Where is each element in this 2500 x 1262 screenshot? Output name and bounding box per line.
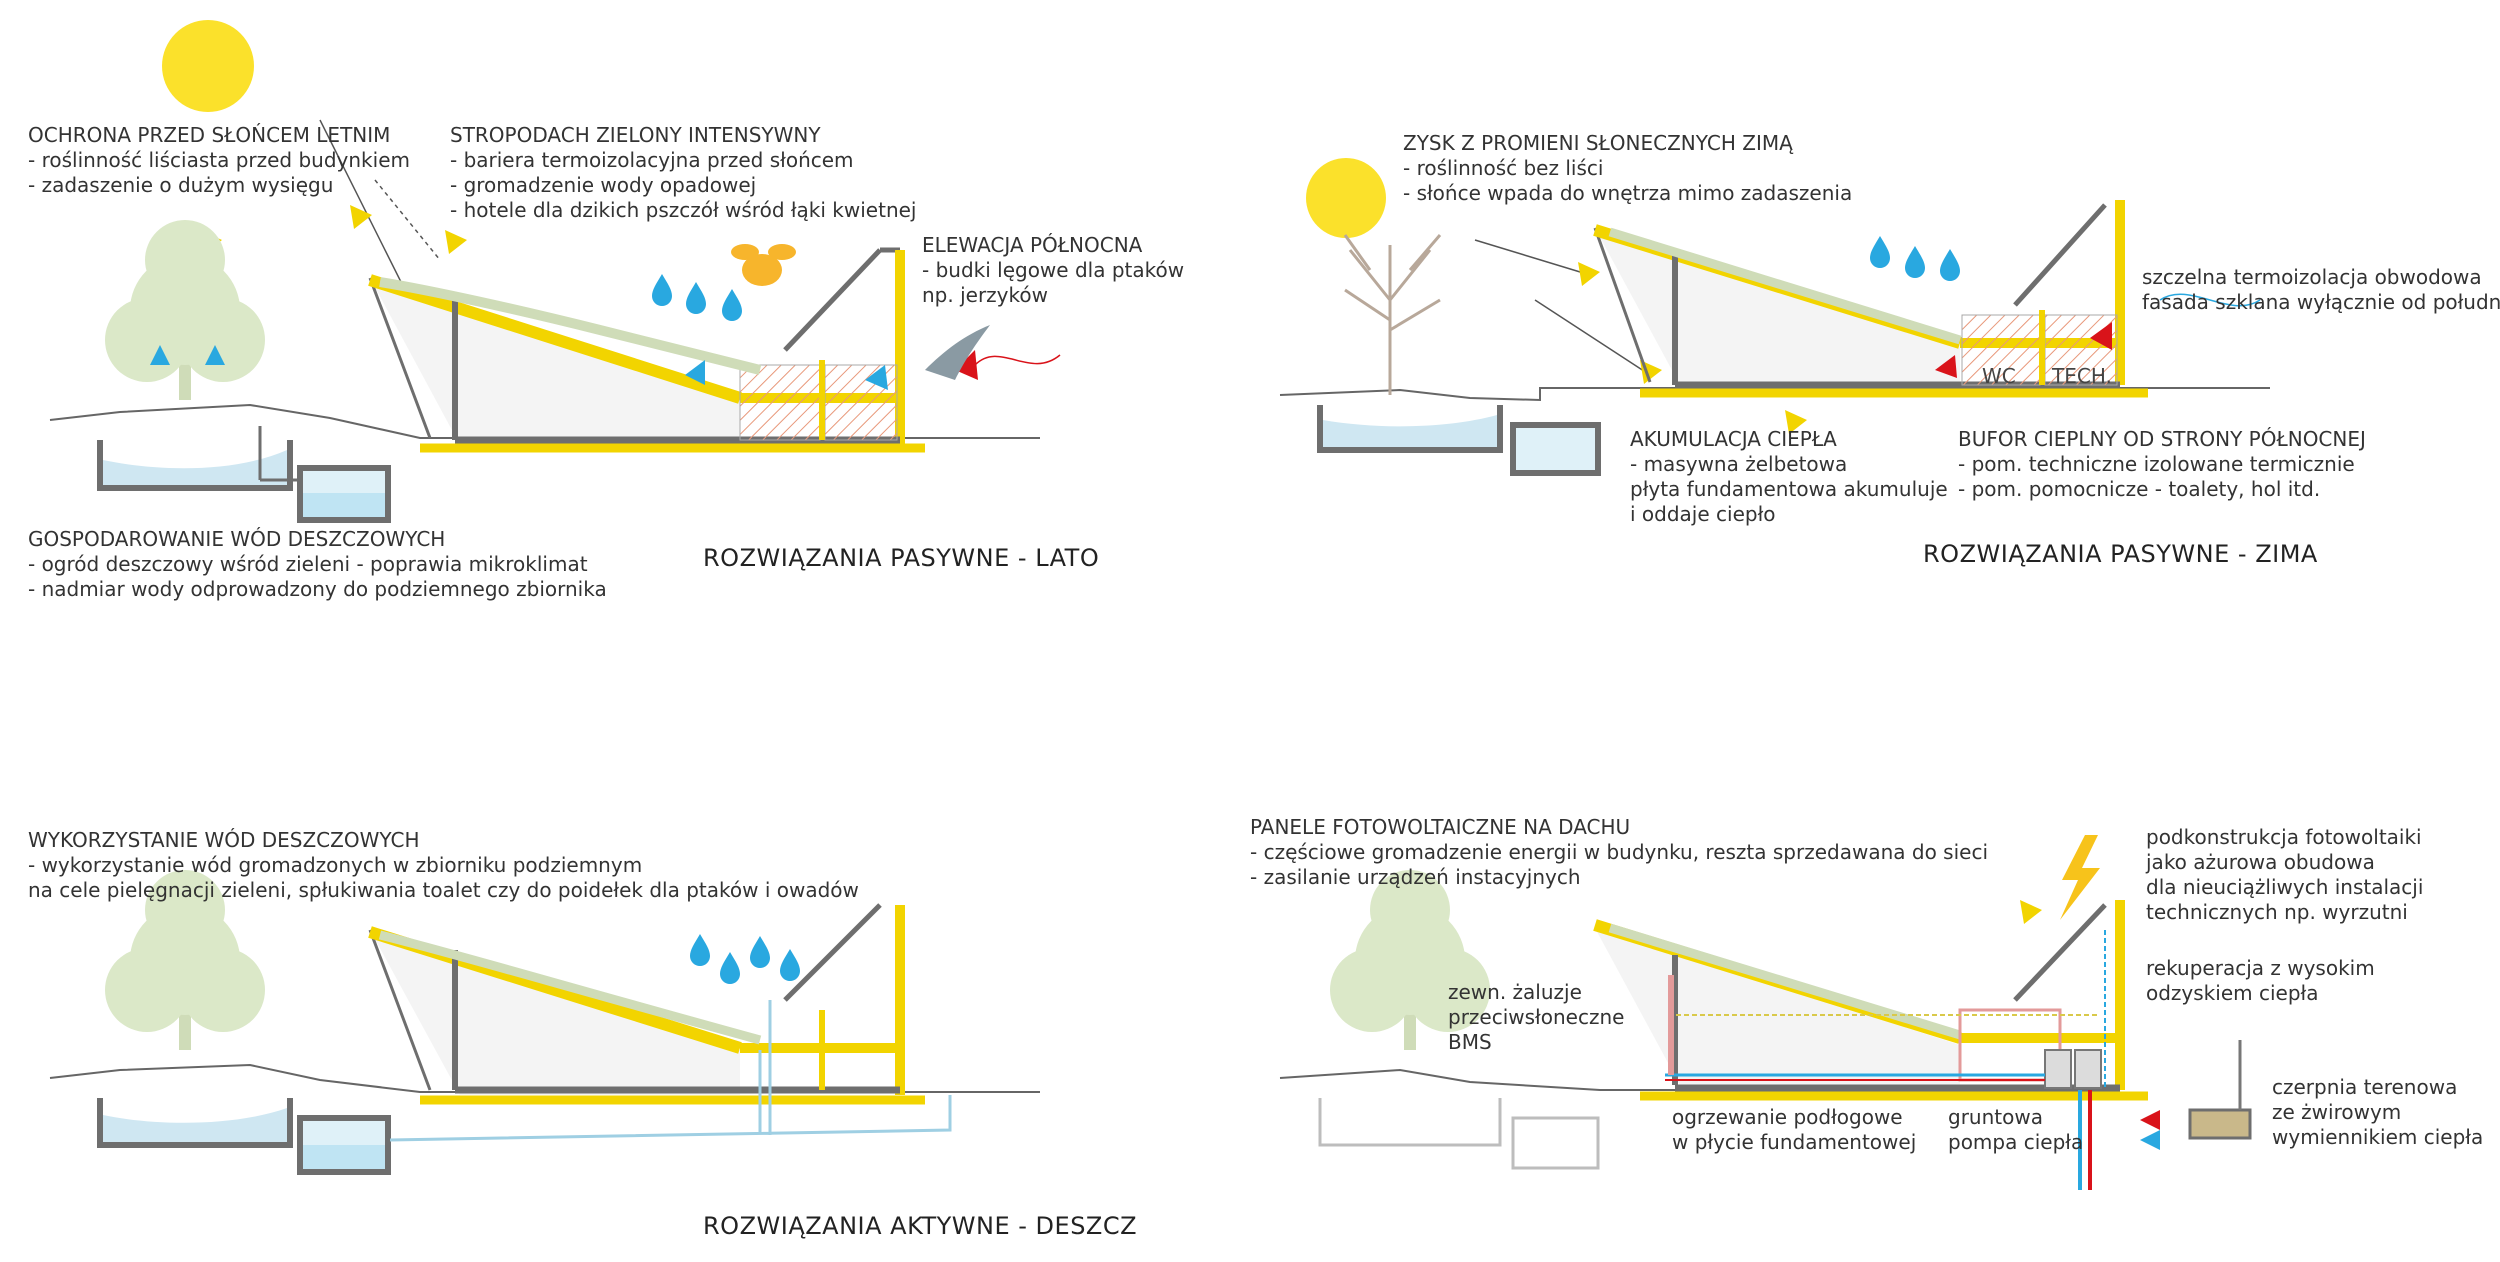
winter-heat-accumulation-title: AKUMULACJA CIEPŁA: [1630, 427, 1837, 451]
text-line: - nadmiar wody odprowadzony do podziemne…: [28, 577, 607, 601]
energy-panel: [1279, 835, 2252, 1190]
sun-icon: [162, 20, 254, 112]
water-drop-icon: [1940, 249, 1960, 281]
warm-air-arrow-icon: [2090, 322, 2112, 350]
summer-north-facade-text: ELEWACJA PÓŁNOCNA - budki lęgowe dla pta…: [922, 233, 1184, 308]
text-line: - gromadzenie wody opadowej: [450, 173, 757, 197]
text-line: wymiennikiem ciepła: [2272, 1125, 2484, 1149]
text-line: dla nieuciążliwych instalacji: [2146, 875, 2424, 899]
text-line: zewn. żaluzje: [1448, 980, 1582, 1004]
cool-air-arrow-icon: [2140, 1130, 2160, 1150]
text-line: i oddaje ciepło: [1630, 502, 1776, 526]
text-line: płyta fundamentowa akumuluje: [1630, 477, 1948, 501]
text-line: fasada szklana wyłącznie od południa: [2142, 290, 2500, 314]
water-drop-icon: [1870, 236, 1890, 268]
winter-solar-gain-title: ZYSK Z PROMIENI SŁONECZNYCH ZIMĄ: [1403, 131, 1793, 155]
swift-bird-icon: [925, 325, 990, 380]
winter-solar-gain-text: ZYSK Z PROMIENI SŁONECZNYCH ZIMĄ - rośli…: [1403, 131, 1852, 206]
text-line: ogrzewanie podłogowe: [1672, 1105, 1903, 1129]
bare-tree-icon: [1343, 234, 1442, 395]
energy-pv-panels-title: PANELE FOTOWOLTAICZNE NA DACHU: [1250, 815, 1631, 839]
water-drop-icon: [652, 274, 672, 306]
warm-air-arrow-icon: [2140, 1110, 2160, 1130]
water-drop-icon: [1905, 246, 1925, 278]
summer-rainwater-title: GOSPODAROWANIE WÓD DESZCZOWYCH: [28, 527, 446, 551]
winter-insulation-text: szczelna termoizolacja obwodowa fasada s…: [2142, 265, 2500, 315]
panel-title-rain: ROZWIĄZANIA AKTYWNE - DESZCZ: [703, 1212, 1138, 1240]
text-line: technicznych np. wyrzutni: [2146, 900, 2408, 924]
summer-sun-protection-title: OCHRONA PRZED SŁOŃCEM LETNIM: [28, 123, 391, 147]
energy-blinds-text: zewn. żaluzje przeciwsłoneczne BMS: [1448, 980, 1624, 1055]
text-line: - roślinność bez liści: [1403, 156, 1604, 180]
text-line: np. jerzyków: [922, 283, 1048, 307]
energy-pv-panels-text: PANELE FOTOWOLTAICZNE NA DACHU - częścio…: [1250, 815, 1988, 890]
winter-thermal-buffer-text: BUFOR CIEPLNY OD STRONY PÓŁNOCNEJ - pom.…: [1958, 427, 2366, 502]
water-drop-icon: [780, 949, 800, 981]
winter-thermal-buffer-title: BUFOR CIEPLNY OD STRONY PÓŁNOCNEJ: [1958, 427, 2366, 451]
text-line: podkonstrukcja fotowoltaiki: [2146, 825, 2422, 849]
text-line: jako ażurowa obudowa: [2146, 850, 2375, 874]
rain-use-rainwater-text: WYKORZYSTANIE WÓD DESZCZOWYCH - wykorzys…: [28, 828, 859, 903]
bee-icon: [742, 254, 782, 286]
cool-air-arrow-icon: [865, 365, 888, 390]
text-line: w płycie fundamentowej: [1672, 1130, 1917, 1154]
sun-icon: [1306, 158, 1386, 238]
energy-pv-structure-text: podkonstrukcja fotowoltaiki jako ażurowa…: [2146, 825, 2423, 925]
panel-title-winter: ROZWIĄZANIA PASYWNE - ZIMA: [1923, 540, 2318, 568]
summer-sun-protection-text: OCHRONA PRZED SŁOŃCEM LETNIM - roślinnoś…: [28, 123, 410, 198]
text-line: przeciwsłoneczne: [1448, 1005, 1625, 1029]
water-drop-icon: [686, 282, 706, 314]
text-line: - ogród deszczowy wśród zieleni - popraw…: [28, 552, 588, 576]
lightning-icon: [2060, 835, 2100, 920]
room-label-tech: TECH.: [2052, 364, 2112, 388]
text-line: - słońce wpada do wnętrza mimo zadaszeni…: [1403, 181, 1853, 205]
text-line: - wykorzystanie wód gromadzonych w zbior…: [28, 853, 643, 877]
summer-north-facade-title: ELEWACJA PÓŁNOCNA: [922, 233, 1143, 257]
summer-green-roof-text: STROPODACH ZIELONY INTENSYWNY - bariera …: [450, 123, 916, 223]
warm-air-arrow-icon: [1935, 355, 1957, 378]
summer-panel: [49, 20, 1061, 523]
text-line: - budki lęgowe dla ptaków: [922, 258, 1185, 282]
text-line: - częściowe gromadzenie energii w budynk…: [1250, 840, 1988, 864]
text-line: - masywna żelbetowa: [1630, 452, 1848, 476]
text-line: - pom. pomocnicze - toalety, hol itd.: [1958, 477, 2321, 501]
rain-panel: [49, 870, 1040, 1175]
text-line: - zasilanie urządzeń instacyjnych: [1250, 865, 1581, 889]
water-drop-icon: [690, 934, 710, 966]
rain-use-rainwater-title: WYKORZYSTANIE WÓD DESZCZOWYCH: [28, 828, 420, 852]
text-line: - pom. techniczne izolowane termicznie: [1958, 452, 2355, 476]
text-line: na cele pielęgnacji zieleni, spłukiwania…: [28, 878, 859, 902]
text-line: - bariera termoizolacyjna przed słońcem: [450, 148, 854, 172]
text-line: - zadaszenie o dużym wysięgu: [28, 173, 334, 197]
summer-rainwater-text: GOSPODAROWANIE WÓD DESZCZOWYCH - ogród d…: [28, 527, 607, 602]
text-line: szczelna termoizolacja obwodowa: [2142, 265, 2482, 289]
summer-green-roof-title: STROPODACH ZIELONY INTENSYWNY: [450, 123, 821, 147]
text-line: odzyskiem ciepła: [2146, 981, 2319, 1005]
deciduous-tree-icon: [105, 220, 265, 400]
energy-floor-heating-text: ogrzewanie podłogowe w płycie fundamento…: [1672, 1105, 1916, 1155]
text-line: gruntowa: [1948, 1105, 2043, 1129]
winter-panel: [1279, 158, 2270, 476]
energy-heat-pump-text: gruntowa pompa ciepła: [1948, 1105, 2083, 1155]
winter-heat-accumulation-text: AKUMULACJA CIEPŁA - masywna żelbetowa pł…: [1630, 427, 1948, 527]
text-line: - roślinność liściasta przed budynkiem: [28, 148, 410, 172]
energy-air-intake-text: czerpnia terenowa ze żwirowym wymienniki…: [2272, 1075, 2483, 1150]
text-line: rekuperacja z wysokim: [2146, 956, 2375, 980]
water-drop-icon: [720, 952, 740, 984]
cool-air-arrow-icon: [685, 360, 705, 385]
text-line: - hotele dla dzikich pszczół wśród łąki …: [450, 198, 917, 222]
text-line: czerpnia terenowa: [2272, 1075, 2458, 1099]
text-line: ze żwirowym: [2272, 1100, 2402, 1124]
water-drop-icon: [722, 289, 742, 321]
warm-air-arrow-icon: [955, 350, 978, 380]
energy-recuperation-text: rekuperacja z wysokim odzyskiem ciepła: [2146, 956, 2375, 1006]
text-line: pompa ciepła: [1948, 1130, 2084, 1154]
panel-title-summer: ROZWIĄZANIA PASYWNE - LATO: [703, 544, 1100, 572]
room-label-wc: WC: [1982, 364, 2016, 388]
water-drop-icon: [750, 936, 770, 968]
text-line: BMS: [1448, 1030, 1492, 1054]
